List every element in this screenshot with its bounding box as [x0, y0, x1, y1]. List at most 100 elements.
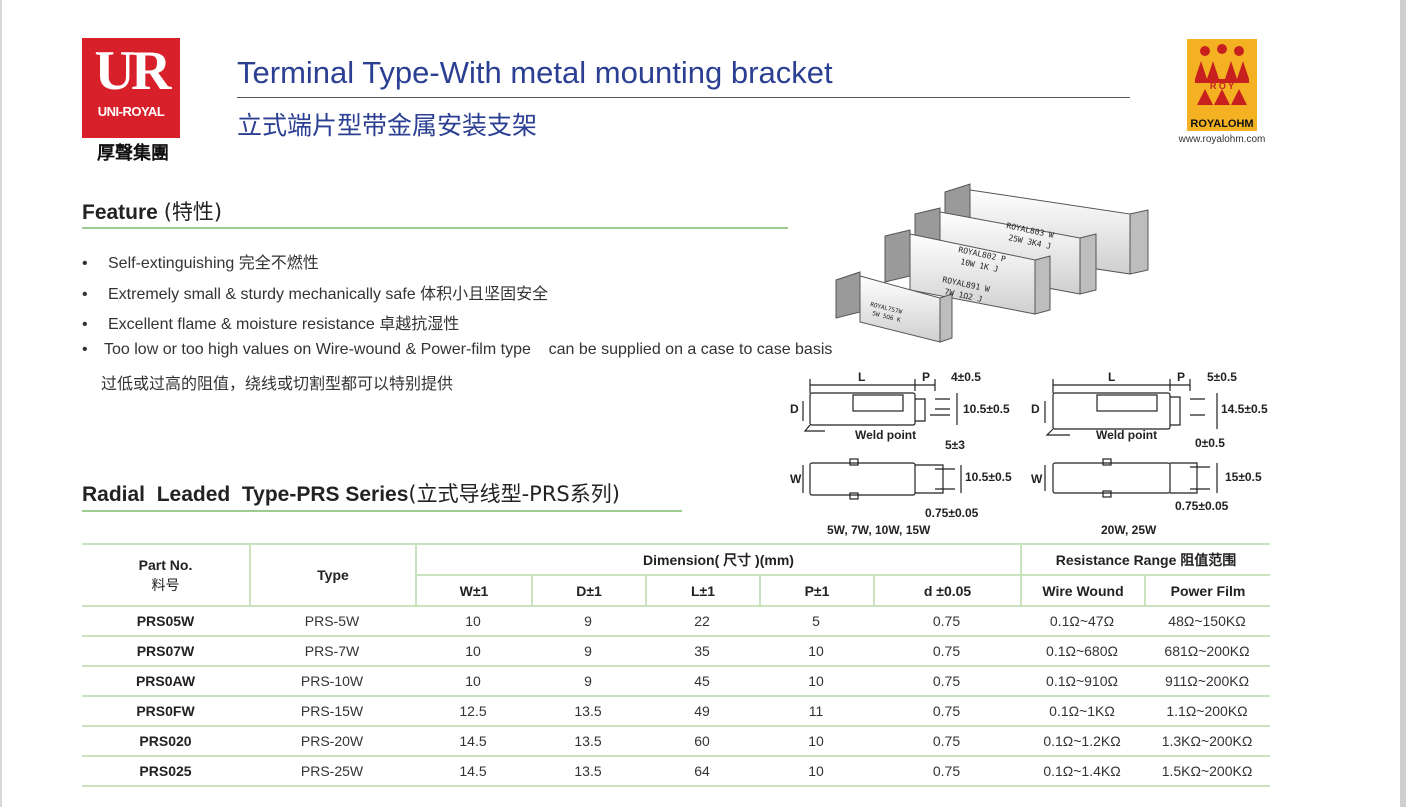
- feature-text: Excellent flame & moisture resistance 卓越…: [108, 316, 460, 333]
- cell-w: 14.5: [415, 757, 531, 787]
- cell-power-film: 681Ω~200KΩ: [1144, 637, 1270, 667]
- cell-w: 10: [415, 667, 531, 697]
- bullet-icon: •: [82, 255, 88, 272]
- cell-type: PRS-25W: [249, 757, 415, 787]
- dim-label-P: P: [922, 370, 930, 384]
- cell-part-no: PRS05W: [82, 607, 249, 637]
- cell-wire-wound: 0.1Ω~1.2KΩ: [1020, 727, 1144, 757]
- dim-label-W: W: [1031, 472, 1043, 486]
- bullet-icon: •: [82, 286, 88, 303]
- feature-heading: Feature (特性): [82, 196, 222, 226]
- cell-p: 10: [759, 727, 873, 757]
- dim-label-P: P: [1177, 370, 1185, 384]
- cell-d: 9: [531, 607, 645, 637]
- feature-text: Too low or too high values on Wire-wound…: [104, 341, 833, 358]
- header-d: D±1: [531, 576, 645, 607]
- cell-type: PRS-5W: [249, 607, 415, 637]
- cell-power-film: 1.5KΩ~200KΩ: [1144, 757, 1270, 787]
- uniroyal-logo-name: UNI-ROYAL: [97, 104, 165, 119]
- feature-item: • Self-extinguishing 完全不燃性: [82, 249, 319, 273]
- svg-text:R O Y: R O Y: [1210, 81, 1234, 91]
- cell-part-no: PRS025: [82, 757, 249, 787]
- feature-text-continued: 过低或过高的阻值，绕线或切割型都可以特别提供: [101, 376, 454, 393]
- dim-label: 14.5±0.5: [1221, 402, 1268, 416]
- royalohm-emblem-icon: R O Y: [1195, 44, 1249, 105]
- cell-d: 13.5: [531, 757, 645, 787]
- dim-label-W: W: [790, 472, 802, 486]
- uniroyal-logo: UR UNI-ROYAL: [82, 38, 180, 138]
- bullet-icon: •: [82, 341, 88, 358]
- cell-p: 10: [759, 667, 873, 697]
- cell-l: 45: [645, 667, 759, 697]
- cell-w: 10: [415, 637, 531, 667]
- drawing-caption-left: 5W, 7W, 10W, 15W: [827, 523, 931, 537]
- cell-lead-d: 0.75: [873, 607, 1020, 637]
- header-resistance-range: Resistance Range 阻值范围: [1020, 543, 1270, 577]
- page-title: Terminal Type-With metal mounting bracke…: [237, 55, 833, 90]
- header-part-no-en: Part No.: [138, 557, 193, 573]
- header-wire-wound: Wire Wound: [1020, 576, 1144, 607]
- cell-lead-d: 0.75: [873, 757, 1020, 787]
- dim-label-D: D: [1031, 402, 1040, 416]
- cell-part-no: PRS07W: [82, 637, 249, 667]
- cell-lead-d: 0.75: [873, 727, 1020, 757]
- cell-p: 11: [759, 697, 873, 727]
- header-part-no-cn: 料号: [151, 577, 180, 593]
- dim-label-L: L: [1108, 370, 1115, 384]
- dim-label: 4±0.5: [951, 370, 981, 384]
- series-heading-en: Radial Leaded Type-PRS Series: [82, 483, 409, 506]
- header-dimension: Dimension( 尺寸 )(mm): [415, 543, 1020, 577]
- table-row: PRS020 PRS-20W 14.5 13.5 60 10 0.75 0.1Ω…: [82, 727, 1270, 757]
- cell-l: 60: [645, 727, 759, 757]
- feature-heading-cn: (特性): [163, 200, 223, 224]
- drawing-caption-right: 20W, 25W: [1101, 523, 1157, 537]
- page-title-chinese: 立式端片型带金属安装支架: [237, 111, 538, 140]
- cell-d: 9: [531, 667, 645, 697]
- royalohm-logo: R O Y ROYALOHM: [1187, 39, 1257, 131]
- cell-part-no: PRS020: [82, 727, 249, 757]
- dim-label: 0.75±0.05: [1175, 499, 1229, 513]
- feature-item: • Excellent flame & moisture resistance 卓…: [82, 310, 459, 334]
- cell-power-film: 48Ω~150KΩ: [1144, 607, 1270, 637]
- cell-wire-wound: 0.1Ω~910Ω: [1020, 667, 1144, 697]
- dimension-drawing: L P 4±0.5 D 10.5±0.5 Weld point 5±3 W 10…: [790, 370, 1268, 520]
- feature-text: Self-extinguishing 完全不燃性: [108, 255, 319, 272]
- dim-label-D: D: [790, 402, 799, 416]
- series-heading-cn: (立式导线型-PRS系列): [408, 482, 620, 506]
- cell-lead-d: 0.75: [873, 697, 1020, 727]
- cell-w: 10: [415, 607, 531, 637]
- cell-d: 9: [531, 637, 645, 667]
- header-part-no: Part No. 料号: [82, 543, 249, 607]
- spec-table: Part No. 料号 Type Dimension( 尺寸 )(mm) Res…: [82, 543, 1270, 787]
- product-photo: ROYAL803 W 25W 3K4 J ROYAL802 P 10W 1K J…: [835, 183, 1149, 343]
- table-row: PRS07W PRS-7W 10 9 35 10 0.75 0.1Ω~680Ω …: [82, 637, 1270, 667]
- cell-d: 13.5: [531, 697, 645, 727]
- dim-label: 5±3: [945, 438, 965, 452]
- cell-wire-wound: 0.1Ω~1KΩ: [1020, 697, 1144, 727]
- dim-label-L: L: [858, 370, 865, 384]
- feature-heading-en: Feature: [82, 201, 158, 224]
- royalohm-url: www.royalohm.com: [1178, 134, 1266, 145]
- cell-power-film: 1.3KΩ~200KΩ: [1144, 727, 1270, 757]
- header-w: W±1: [415, 576, 531, 607]
- header-p: P±1: [759, 576, 873, 607]
- cell-power-film: 911Ω~200KΩ: [1144, 667, 1270, 697]
- header-l: L±1: [645, 576, 759, 607]
- cell-l: 22: [645, 607, 759, 637]
- cell-type: PRS-20W: [249, 727, 415, 757]
- cell-part-no: PRS0AW: [82, 667, 249, 697]
- table-row: PRS05W PRS-5W 10 9 22 5 0.75 0.1Ω~47Ω 48…: [82, 607, 1270, 637]
- feature-divider: [82, 227, 788, 229]
- cell-d: 13.5: [531, 727, 645, 757]
- table-row: PRS025 PRS-25W 14.5 13.5 64 10 0.75 0.1Ω…: [82, 757, 1270, 787]
- cell-l: 35: [645, 637, 759, 667]
- bullet-icon: •: [82, 316, 88, 333]
- cell-p: 10: [759, 757, 873, 787]
- cell-l: 49: [645, 697, 759, 727]
- header-type: Type: [249, 543, 415, 607]
- cell-type: PRS-15W: [249, 697, 415, 727]
- dim-label: 0.75±0.05: [925, 506, 979, 520]
- title-divider: [237, 97, 1130, 98]
- cell-l: 64: [645, 757, 759, 787]
- dim-label: 10.5±0.5: [965, 470, 1012, 484]
